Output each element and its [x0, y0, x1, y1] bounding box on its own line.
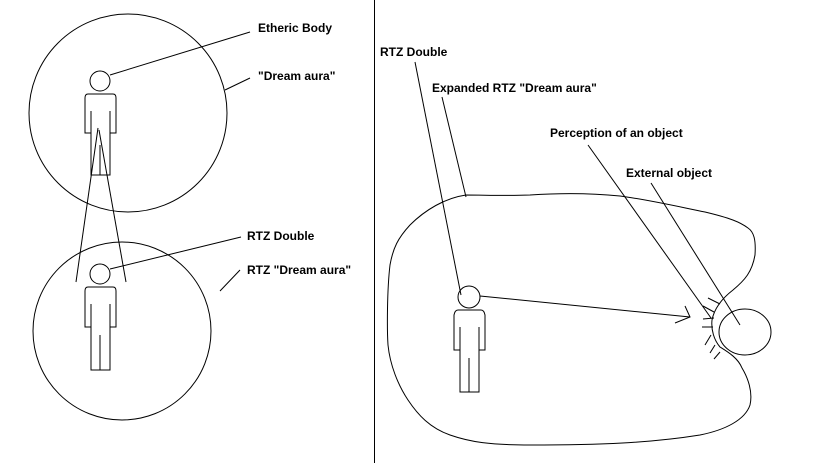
label-expanded-aura: Expanded RTZ "Dream aura"	[432, 81, 597, 95]
rtz-dream-aura-pointer	[219, 269, 241, 292]
perception-rays	[702, 297, 721, 360]
expanded-aura-pointer	[441, 96, 467, 198]
label-dream-aura: "Dream aura"	[258, 69, 335, 83]
rtz-double-pointer	[109, 236, 242, 270]
etheric-body	[84, 93, 117, 176]
link-line-right	[98, 129, 127, 283]
etheric-body-pointer	[109, 31, 251, 76]
dream-aura-circle	[28, 13, 228, 213]
rtz-body-right	[453, 309, 486, 393]
label-rtz-double-right: RTZ Double	[380, 45, 448, 59]
rtz-head	[89, 263, 111, 285]
external-object-pointer	[650, 182, 741, 326]
etheric-body-figure	[84, 70, 117, 176]
rtz-dream-aura-circle	[32, 241, 212, 421]
label-etheric-body: Etheric Body	[258, 21, 332, 35]
rtz-double-figure-right	[453, 285, 486, 393]
perception-pointer	[587, 144, 712, 319]
right-panel: RTZ Double Expanded RTZ "Dream aura" Per…	[380, 45, 772, 446]
rtz-head-right	[457, 285, 481, 309]
label-perception: Perception of an object	[550, 126, 683, 140]
left-panel: Etheric Body "Dream aura" RTZ Double RTZ…	[28, 13, 351, 421]
label-external-object: External object	[626, 166, 712, 180]
perception-arrow	[479, 295, 691, 324]
label-rtz-double: RTZ Double	[247, 229, 315, 243]
external-object-ellipse	[718, 308, 772, 356]
label-rtz-dream-aura: RTZ "Dream aura"	[247, 263, 351, 277]
etheric-head	[89, 70, 111, 92]
rtz-double-pointer-right	[414, 61, 462, 296]
link-line-left	[75, 127, 99, 283]
expanded-dream-aura-blob	[386, 193, 756, 446]
rtz-double-figure-left	[84, 263, 117, 371]
dream-aura-pointer	[224, 77, 251, 91]
rtz-body	[84, 286, 117, 371]
